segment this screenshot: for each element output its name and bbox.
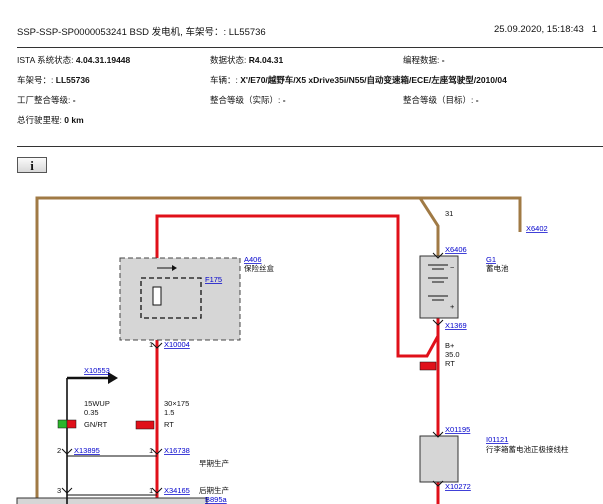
wire-30-size: 1.5 — [164, 408, 174, 417]
info-button[interactable]: i — [17, 157, 47, 173]
wire-color-swatch-red-c — [419, 361, 437, 371]
factory-integration-level: 工厂整合等级: - — [17, 95, 76, 105]
pin-1-b: 1 — [149, 446, 153, 455]
i01121-name: 行李箱蓄电池正极接线柱 — [486, 444, 569, 454]
wire-15wup-color: GN/RT — [84, 420, 108, 429]
bplus-label: B+ — [445, 341, 455, 350]
f175-link[interactable]: F175 — [205, 275, 222, 284]
ground-wire — [35, 196, 440, 504]
b895a-link[interactable]: B895a — [205, 495, 228, 504]
x10272-link[interactable]: X10272 — [445, 482, 471, 491]
pin-3: 3 — [57, 486, 61, 495]
vin: 车架号：: LL55736 — [17, 75, 90, 85]
pin-2: 2 — [57, 446, 61, 455]
wire-30-color: RT — [164, 420, 174, 429]
x10004-link[interactable]: X10004 — [164, 340, 190, 349]
data-status: 数据状态: R4.04.31 — [210, 55, 284, 65]
a406-link[interactable]: A406 — [244, 255, 262, 264]
ground-wire-x6402 — [420, 196, 522, 232]
wire-color-swatch-red-b — [135, 420, 155, 430]
x1369-link[interactable]: X1369 — [445, 321, 467, 330]
wire-color-swatch-green — [57, 419, 68, 429]
wire-30-name: 30×175 — [164, 399, 189, 408]
bplus-color: RT — [445, 359, 455, 368]
g1-name: 蓄电池 — [486, 263, 509, 273]
header-divider — [17, 47, 603, 48]
fuse-arrow-head — [172, 265, 177, 271]
wire-color-swatch-red-a — [66, 419, 77, 429]
pin-1-a: 1 — [149, 340, 153, 349]
battery-g1 — [419, 255, 459, 319]
x01195-link[interactable]: X01195 — [445, 425, 470, 434]
late-production-label: 后期生产 — [199, 485, 229, 495]
x10553-link[interactable]: X10553 — [84, 366, 110, 375]
document-datetime: 25.09.2020, 15:18:43 1 — [493, 24, 597, 35]
integration-level-actual: 整合等级（实际）: - — [210, 95, 286, 105]
total-mileage: 总行驶里程: 0 km — [17, 115, 84, 125]
bplus-size: 35.0 — [445, 350, 460, 359]
programming-data: 编程数据: - — [403, 55, 445, 65]
x13895-link[interactable]: X13895 — [74, 446, 100, 455]
fuse-f175-icon — [152, 286, 162, 306]
ista-status: ISTA 系统状态: 4.04.31.19448 — [17, 55, 131, 65]
vehicle: 车辆：: X'/E70/越野车/X5 xDrive35i/N55/自动变速箱/E… — [210, 75, 507, 85]
wire-15wup-size: 0.35 — [84, 408, 99, 417]
pin-1-c: 1 — [149, 486, 153, 495]
section-divider — [17, 146, 603, 147]
a406-name: 保险丝盒 — [244, 263, 274, 273]
integration-level-target: 整合等级（目标）: - — [403, 95, 479, 105]
wire-15wup-name: 15WUP — [84, 399, 110, 408]
x6402-link[interactable]: X6402 — [526, 224, 548, 233]
connector-pins — [61, 252, 444, 496]
i01121-link[interactable]: I01121 — [486, 435, 508, 444]
battery-symbol — [428, 264, 448, 301]
x10553-arrow-head — [108, 372, 118, 384]
battery-minus-sign: − — [450, 263, 455, 272]
fuse-box-a406 — [119, 257, 241, 341]
document-title: SSP-SSP-SP0000053241 BSD 发电机, 车架号：: LL55… — [17, 27, 266, 38]
early-production-label: 早期生产 — [199, 458, 229, 468]
component-b895a — [16, 497, 208, 504]
junction-i01121 — [419, 435, 459, 483]
g1-link[interactable]: G1 — [486, 255, 496, 264]
fuse-f175-frame — [140, 277, 202, 319]
x34165-link[interactable]: X34165 — [164, 486, 190, 495]
x6406-link[interactable]: X6406 — [445, 245, 467, 254]
terminal-31-label: 31 — [445, 209, 453, 218]
battery-plus-sign: + — [450, 302, 455, 311]
x16738-link[interactable]: X16738 — [164, 446, 190, 455]
